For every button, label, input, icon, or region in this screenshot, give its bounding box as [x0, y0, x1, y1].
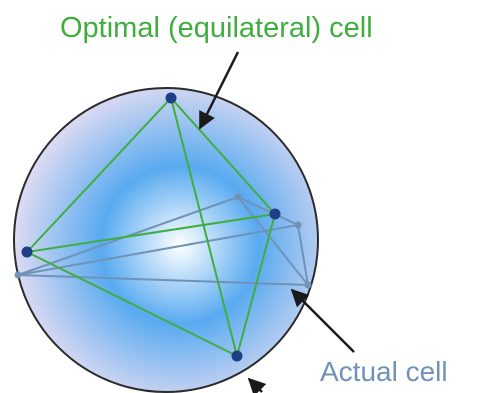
- actual-vertex: [14, 271, 22, 279]
- arrows: [198, 51, 355, 393]
- optimal-vertex: [165, 92, 177, 104]
- optimal-edge: [236, 213, 276, 357]
- actual-cell-label: Actual cell: [320, 356, 448, 387]
- actual-edge: [17, 224, 299, 276]
- actual-vertex: [234, 193, 242, 201]
- circumsphere: [13, 87, 319, 393]
- actual-edge: [237, 196, 299, 226]
- arrow-icon: [247, 377, 267, 393]
- optimal-cell-vertices: [21, 92, 281, 362]
- optimal-edge: [26, 213, 276, 253]
- actual-vertex: [304, 281, 312, 289]
- optimal-cell-label: Optimal (equilateral) cell: [60, 12, 373, 44]
- actual-cell-vertices: [14, 193, 312, 289]
- optimal-edge: [26, 251, 238, 357]
- actual-cell: [17, 196, 309, 286]
- optimal-edge: [170, 97, 276, 215]
- actual-edge: [17, 274, 309, 286]
- arrow-icon: [290, 288, 355, 353]
- optimal-cell: [26, 97, 276, 357]
- optimal-edge: [26, 97, 172, 253]
- optimal-edge: [170, 97, 238, 357]
- optimal-vertex: [21, 246, 33, 258]
- actual-vertex: [294, 221, 302, 229]
- optimal-vertex: [269, 208, 281, 220]
- arrow-icon: [198, 51, 240, 130]
- actual-edge: [297, 224, 309, 286]
- optimal-vertex: [231, 350, 243, 362]
- actual-edge: [237, 196, 309, 286]
